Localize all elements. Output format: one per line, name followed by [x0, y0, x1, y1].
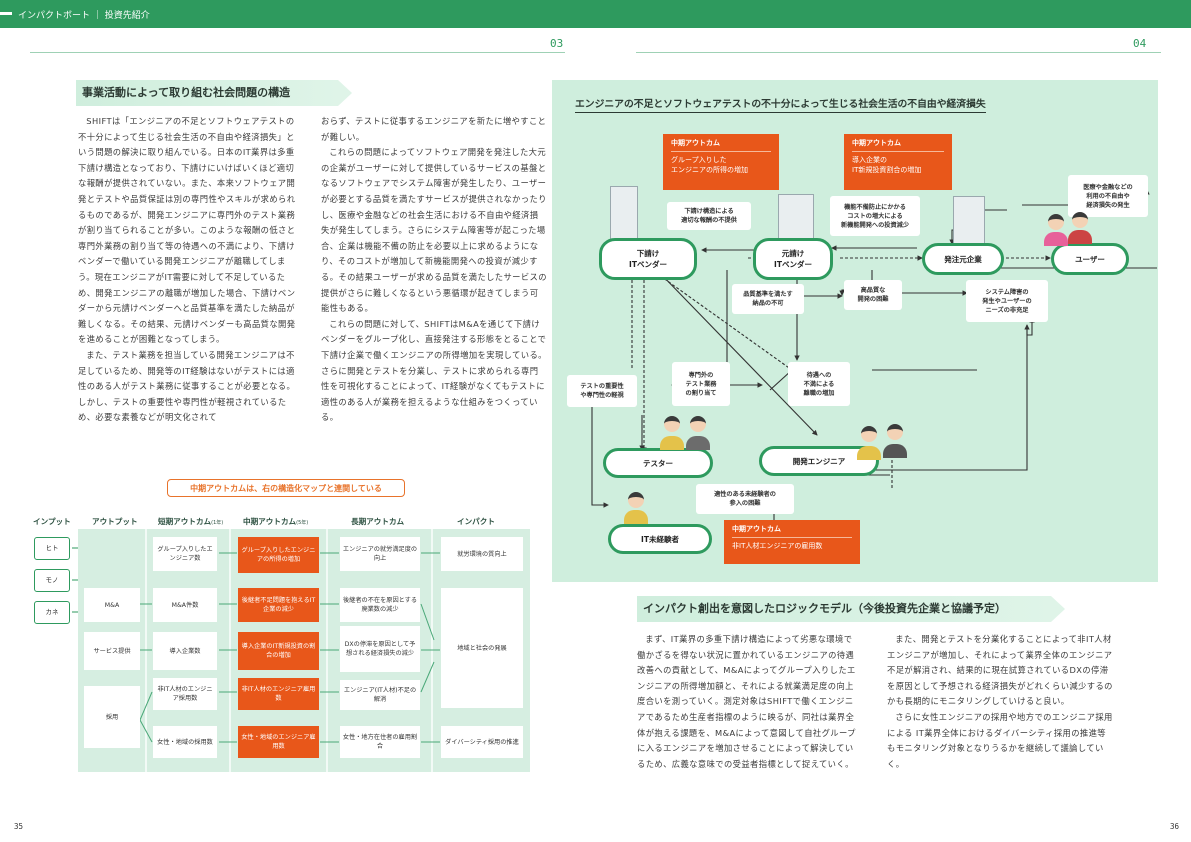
lm-input-money: カネ [34, 601, 70, 624]
node-subcontractor: 下請け ITベンダー [599, 238, 697, 280]
lm-impact: 就労環境の質向上 [441, 537, 523, 571]
note-hq-difficulty: 高品質な 開発の困難 [844, 280, 902, 310]
footer-left-page: 35 [14, 822, 23, 831]
person-illustration [622, 492, 652, 526]
person-illustration [855, 424, 911, 462]
note-out-of-field: 専門外の テスト業務 の割り当て [672, 362, 730, 406]
lm-short: 女性・地域の採用数 [153, 726, 217, 758]
lm-mid: 女性・地域のエンジニア雇用数 [238, 726, 319, 758]
building-illustration [610, 186, 638, 242]
right-section-title: インパクト創出を意図したロジックモデル（今後投資先企業と協議予定） [637, 596, 1051, 622]
lm-mid: グループ入りしたエンジニアの所得の増加 [238, 537, 319, 573]
lm-impact: ダイバーシティ採用の推進 [441, 726, 523, 758]
node-it-novice: IT未経験者 [608, 524, 712, 554]
lm-short: グループ入りしたエンジニア数 [153, 537, 217, 571]
node-client-company: 発注元企業 [922, 243, 1004, 275]
lm-short: 導入企業数 [153, 632, 217, 670]
lm-input-people: ヒト [34, 537, 70, 560]
right-column-2: また、開発とテストを分業化することによって非IT人材エンジニアが増加し、それによ… [887, 632, 1113, 772]
note-social-loss: 医療や金融などの 利用の不自由や 経済損失の発生 [1068, 175, 1148, 217]
note-turnover: 待遇への 不満による 離職の増加 [788, 362, 850, 406]
right-col1-para: まず、IT業界の多重下請け構造によって劣悪な環境で働かざるを得ない状況に置かれて… [637, 632, 861, 772]
lm-long: エンジニア(IT人材)不足の解消 [340, 680, 420, 710]
lm-short: 非IT人材のエンジニア採用数 [153, 678, 217, 710]
note-system-failure: システム障害の 発生やユーザーの ニーズの非充足 [966, 280, 1048, 322]
divider-right [636, 52, 1161, 53]
lm-mid: 非IT人材のエンジニア雇用数 [238, 678, 319, 710]
note-quality-delivery: 品質基準を満たす 納品の不可 [732, 284, 804, 314]
person-illustration [660, 412, 716, 452]
note-test-neglect: テストの重要性 や専門性の軽視 [567, 375, 637, 407]
note-novice-entry: 適性のある未経験者の 参入の困難 [696, 484, 794, 514]
lm-input-things: モノ [34, 569, 70, 592]
note-no-fair-pay: 下請け構造による 適切な報酬の不提供 [667, 202, 751, 230]
lm-impact: 地域と社会の発展 [441, 588, 523, 708]
lm-output: サービス提供 [84, 632, 140, 670]
node-tester: テスター [603, 448, 713, 478]
lm-long: DXの停滞を原因として予想される経済損失の減少 [340, 626, 420, 672]
building-illustration [953, 196, 985, 248]
node-prime-contractor: 元請け ITベンダー [753, 238, 833, 280]
right-col2-para2: さらに女性エンジニアの採用や地方でのエンジニア採用による IT業界全体におけるダ… [887, 710, 1113, 772]
lm-long: エンジニアの就労満足度の向上 [340, 537, 420, 571]
lm-output: 採用 [84, 686, 140, 748]
lm-mid: 後継者不足問題を抱えるIT企業の減少 [238, 588, 319, 622]
lm-mid: 導入企業のIT新規投資の割合の増加 [238, 632, 319, 670]
right-column-1: まず、IT業界の多重下請け構造によって劣悪な環境で働かざるを得ない状況に置かれて… [637, 632, 861, 772]
mid-outcome-callout: 中期アウトカム グループ入りした エンジニアの所得の増加 [663, 134, 779, 190]
page-number-right: 04 [1133, 37, 1146, 50]
lm-short: M&A件数 [153, 588, 217, 622]
person-illustration [1044, 212, 1104, 248]
mid-outcome-callout: 中期アウトカム 非IT人材エンジニアの雇用数 [724, 520, 860, 564]
note-cost-increase: 機能不備防止にかかる コストの増大による 新機能開発への投資減少 [830, 196, 920, 236]
mid-outcome-callout: 中期アウトカム 導入企業の IT新規投資割合の増加 [844, 134, 952, 190]
lm-long: 後継者の不在を原因とする廃業数の減少 [340, 588, 420, 622]
lm-output: M&A [84, 588, 140, 622]
right-col2-para1: また、開発とテストを分業化することによって非IT人材エンジニアが増加し、それによ… [887, 632, 1113, 710]
lm-long: 女性・地方在住者の雇用割合 [340, 726, 420, 758]
footer-right-page: 36 [1170, 822, 1179, 831]
